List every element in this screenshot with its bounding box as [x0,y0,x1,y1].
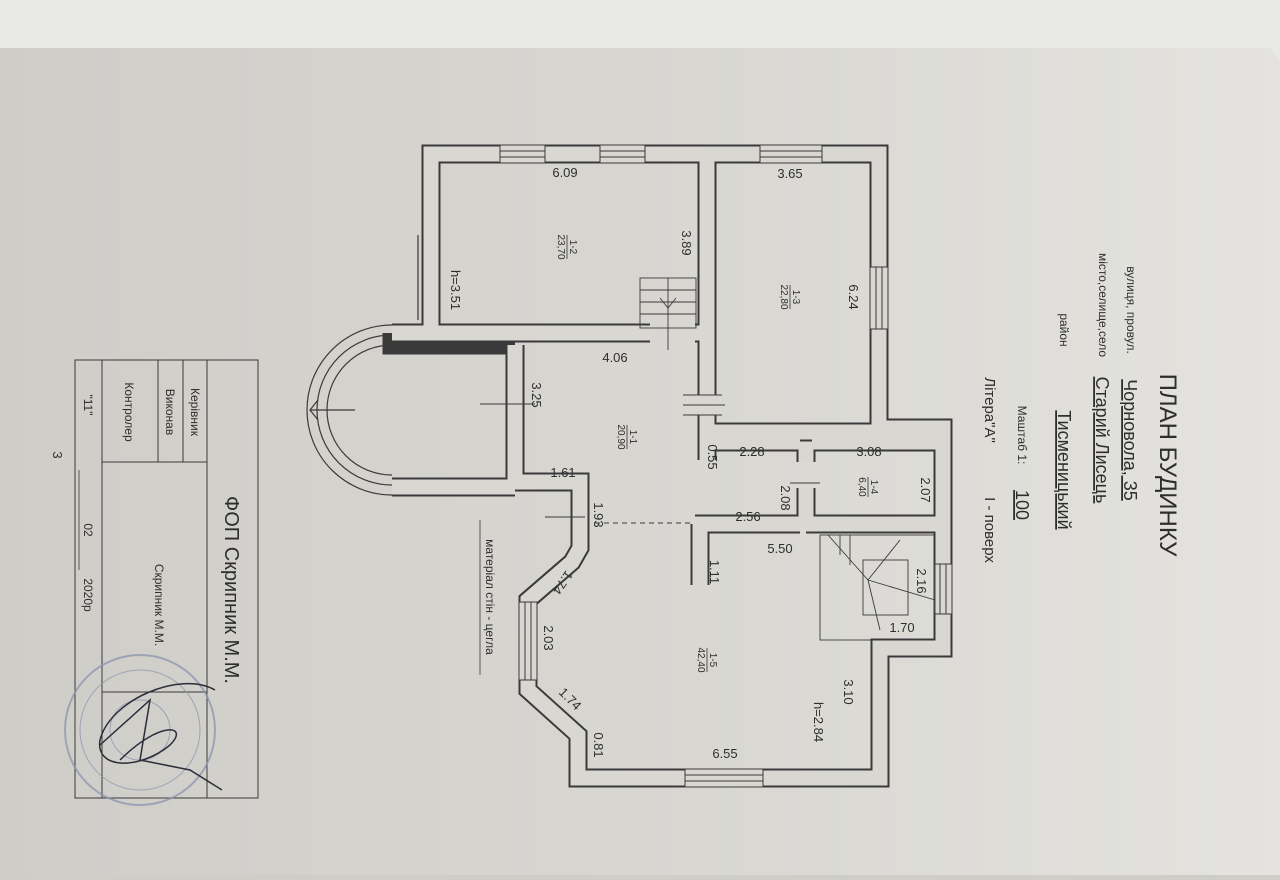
room-1-4: 1-4 6,40 [856,477,879,497]
window [933,563,953,615]
room-id: 1-3 [790,290,801,305]
row-label-executor: Виконав [163,389,177,435]
dim-label: 2.08 [778,485,793,510]
walls [382,144,953,788]
dim-label: 2.28 [739,444,764,459]
wall-material-note: матеріал стін - цегла [483,539,497,655]
dim-label: 6.09 [552,165,577,180]
dim-label: 1.93 [591,502,606,527]
dim-label: 3.65 [777,166,802,181]
city-label: місто,селище,село [1096,253,1110,357]
dim-label: 1.61 [550,465,575,480]
room-id: 1-2 [567,240,578,255]
dim-label: 0.55 [705,444,720,469]
street-value: Чорновола, 35 [1120,379,1140,500]
date-month: 02 [81,523,95,537]
page-number: 3 [50,451,65,458]
room-area: 23,70 [555,234,566,259]
windows [499,144,953,788]
dim-label: 3.08 [856,444,881,459]
room-1-5: 1-5 42,40 [695,647,718,672]
signature [99,682,223,791]
room-area: 22,80 [778,284,789,309]
scale-label: Маштаб 1: [1015,406,1029,465]
dim-label: h=2.84 [811,702,826,742]
room-id: 1-1 [627,430,638,445]
dimension-labels: 6.09 3.89 h=3.51 3.65 6.24 4.06 3.25 0.5… [448,165,933,761]
dim-label: h=3.51 [448,270,463,310]
company-name: ФОП Скрипник М.М. [220,496,242,684]
district-label: район [1057,313,1071,346]
dim-label: 1.11 [707,560,722,584]
dim-label: 1.70 [889,620,914,635]
room-area: 6,40 [856,477,867,497]
city-value: Старий Лисець [1092,377,1112,504]
litera-label: Літера"А" [981,377,998,443]
street-label: вулиця, провул. [1124,266,1138,354]
room-area: 42,40 [695,647,706,672]
executor-name: Скрипник М.М. [152,564,166,646]
floor-label: І - поверх [981,497,998,563]
scale-value: 100 [1012,490,1032,520]
dim-label: 2.07 [918,477,933,502]
room-1-3: 1-3 22,80 [778,284,801,309]
dim-label: 2.16 [914,568,929,593]
room-1-2: 1-2 23,70 [555,234,578,259]
dim-label: 6.24 [846,284,861,309]
porch [306,235,419,496]
window [599,144,646,164]
dim-label: 5.50 [767,541,792,556]
staircase [639,277,936,641]
room-id: 1-4 [868,480,879,495]
plan-title: ПЛАН БУДИНКУ [1154,374,1181,557]
date-day: "11" [81,395,95,416]
door-marks [480,394,820,524]
title-block: ФОП Скрипник М.М. Керівник Виконав Контр… [74,359,259,799]
window [684,768,764,788]
dim-label: 3.89 [679,230,694,255]
row-label-head: Керівник [188,388,202,437]
dim-label: 0.81 [591,732,606,757]
window [869,266,889,330]
room-id: 1-5 [707,653,718,668]
dim-label: 2.03 [541,625,556,650]
window [759,144,823,164]
dim-label: 6.55 [712,746,737,761]
dim-label: 2.56 [735,509,760,524]
dim-label: 3.25 [529,382,544,407]
row-label-controller: Контролер [122,382,136,442]
window [518,601,538,681]
dim-label: 3.10 [841,679,856,704]
room-1-1: 1-1 20,90 [615,424,638,449]
date-year: 2020р [81,578,95,612]
room-labels: 1-2 23,70 1-3 22,80 1-1 20,90 1-4 6,40 1… [555,234,879,672]
header: ПЛАН БУДИНКУ вулиця, провул. Чорновола, … [981,253,1181,563]
district-value: Тисменицький [1054,410,1074,529]
room-area: 20,90 [615,424,626,449]
page-edge [0,0,1280,60]
dim-label: 4.06 [602,350,627,365]
window [499,144,546,164]
